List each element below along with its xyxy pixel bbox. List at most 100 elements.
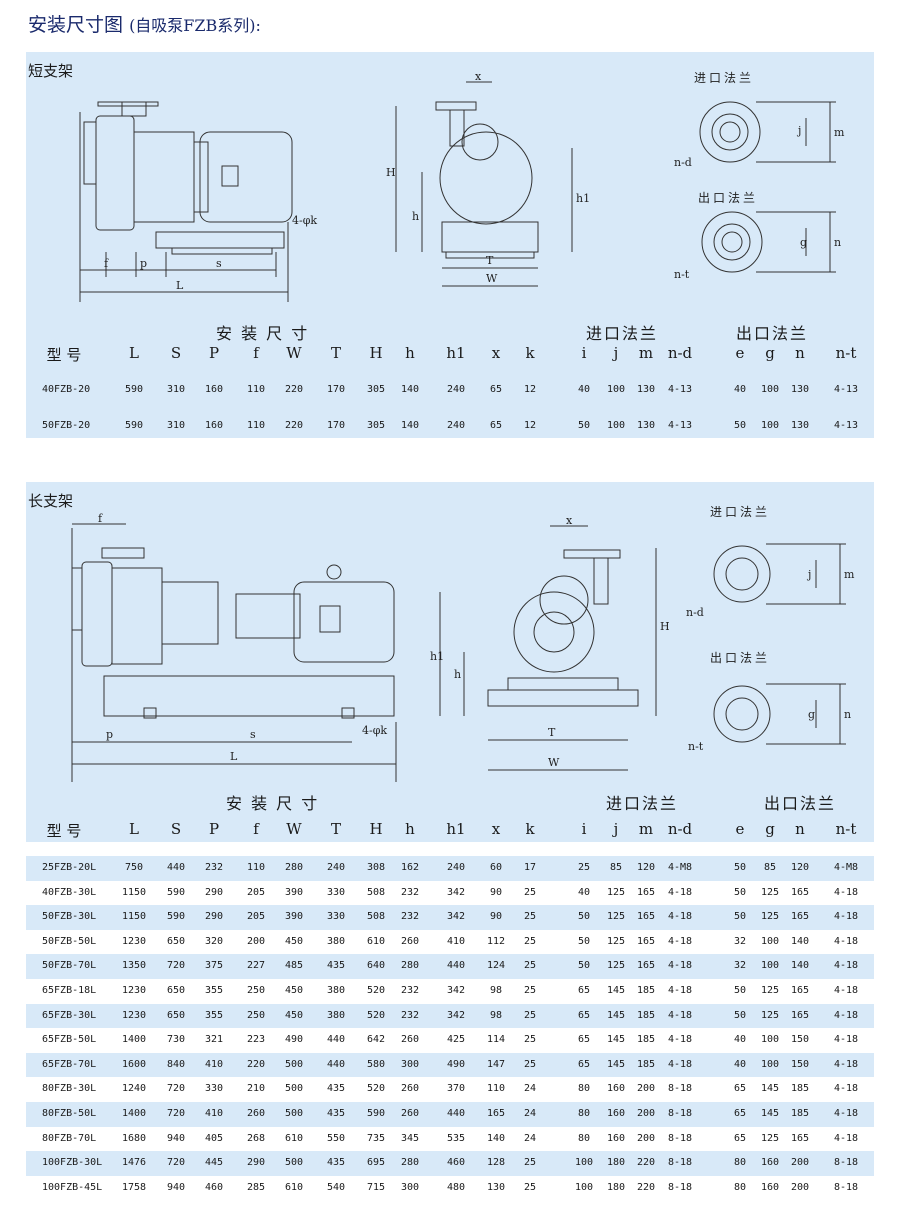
label-L: L bbox=[176, 279, 184, 292]
table-cell: 180 bbox=[606, 1157, 626, 1169]
table-cell: 50 bbox=[577, 935, 591, 947]
table-cell: 4-13 bbox=[667, 420, 693, 431]
table-cell: 100 bbox=[760, 420, 780, 431]
table-cell: 98 bbox=[489, 1009, 503, 1021]
table-cell: 268 bbox=[246, 1132, 266, 1144]
label-g: g bbox=[800, 236, 807, 249]
table-cell: 100 bbox=[760, 1034, 780, 1046]
table-cell: 165 bbox=[636, 935, 656, 947]
table-cell: 165 bbox=[636, 960, 656, 972]
table-cell: 300 bbox=[400, 1058, 420, 1070]
table-cell: 8-18 bbox=[833, 1181, 859, 1193]
table-cell: 550 bbox=[326, 1132, 346, 1144]
table-cell: 50 bbox=[733, 862, 747, 873]
table-cell: 250 bbox=[246, 1009, 266, 1021]
table-cell: 250 bbox=[246, 984, 266, 996]
table-cell: 24 bbox=[523, 1083, 537, 1095]
table-cell: 720 bbox=[166, 960, 186, 972]
table-cell: 4-18 bbox=[667, 1009, 693, 1021]
table-cell: 610 bbox=[366, 935, 386, 947]
column-header: L bbox=[129, 820, 139, 838]
table-cell: 90 bbox=[489, 886, 503, 898]
table-cell: 185 bbox=[636, 1058, 656, 1070]
table-cell: 50 bbox=[577, 911, 591, 923]
long-label-f: f bbox=[98, 512, 103, 525]
table-cell: 490 bbox=[284, 1034, 304, 1046]
long-label-T: T bbox=[548, 726, 556, 739]
model-cell: 25FZB-20L bbox=[42, 862, 97, 873]
table-cell: 24 bbox=[523, 1132, 537, 1144]
table-cell: 110 bbox=[246, 862, 266, 873]
table-cell: 232 bbox=[400, 886, 420, 898]
table-cell: 220 bbox=[636, 1181, 656, 1193]
column-header: H bbox=[369, 820, 383, 838]
table-cell: 65 bbox=[733, 1083, 747, 1095]
table-cell: 125 bbox=[760, 1009, 780, 1021]
table-cell: 410 bbox=[204, 1107, 224, 1119]
table-cell: 4-18 bbox=[667, 935, 693, 947]
table-cell: 140 bbox=[400, 420, 420, 431]
table-cell: 130 bbox=[790, 384, 810, 395]
table-cell: 425 bbox=[446, 1034, 466, 1046]
label-p: p bbox=[140, 257, 147, 270]
short-inlet-flange bbox=[699, 101, 836, 163]
long-label-k: 4-φk bbox=[362, 724, 387, 737]
table-cell: 355 bbox=[204, 984, 224, 996]
model-cell: 65FZB-30L bbox=[42, 1009, 97, 1021]
label-m: m bbox=[834, 126, 845, 139]
table-cell: 4-18 bbox=[833, 1083, 859, 1095]
table-cell: 160 bbox=[204, 384, 224, 395]
table-cell: 590 bbox=[166, 911, 186, 923]
table-cell: 260 bbox=[400, 935, 420, 947]
table-cell: 342 bbox=[446, 984, 466, 996]
table-cell: 650 bbox=[166, 984, 186, 996]
table-cell: 80 bbox=[733, 1181, 747, 1193]
short-bracket-panel: 短支架 f p s L 4-φk bbox=[26, 52, 874, 438]
table-cell: 285 bbox=[246, 1181, 266, 1193]
table-cell: 500 bbox=[284, 1058, 304, 1070]
model-cell: 100FZB-30L bbox=[42, 1157, 103, 1169]
table-cell: 125 bbox=[760, 1132, 780, 1144]
table-cell: 125 bbox=[606, 935, 626, 947]
table-cell: 32 bbox=[733, 960, 747, 972]
table-cell: 210 bbox=[246, 1083, 266, 1095]
table-cell: 450 bbox=[284, 1009, 304, 1021]
table-cell: 540 bbox=[326, 1181, 346, 1193]
table-cell: 8-18 bbox=[667, 1157, 693, 1169]
table-cell: 240 bbox=[446, 420, 466, 431]
table-cell: 370 bbox=[446, 1083, 466, 1095]
label-j: j bbox=[796, 124, 801, 137]
table-cell: 4-18 bbox=[667, 1034, 693, 1046]
table-cell: 220 bbox=[246, 1058, 266, 1070]
table-cell: 4-18 bbox=[833, 1132, 859, 1144]
table-cell: 50 bbox=[577, 420, 591, 431]
long-front-view bbox=[439, 525, 657, 771]
label-nt: n-t bbox=[674, 268, 690, 281]
table-cell: 65 bbox=[577, 1009, 591, 1021]
table-cell: 65 bbox=[733, 1132, 747, 1144]
table-cell: 205 bbox=[246, 886, 266, 898]
long-label-h1: h1 bbox=[430, 650, 444, 663]
table-cell: 25 bbox=[523, 1009, 537, 1021]
table-cell: 25 bbox=[523, 1058, 537, 1070]
short-outlet-flange-caption: 出口法兰 bbox=[698, 191, 758, 205]
table-cell: 720 bbox=[166, 1107, 186, 1119]
short-side-view bbox=[79, 101, 293, 302]
table-cell: 232 bbox=[400, 1009, 420, 1021]
column-header: 型 号 bbox=[46, 346, 82, 364]
table-cell: 1600 bbox=[121, 1058, 147, 1070]
table-cell: 65 bbox=[489, 420, 503, 431]
table-cell: 4-18 bbox=[833, 911, 859, 923]
title-text: 安装尺寸图 bbox=[28, 14, 124, 36]
table-cell: 4-18 bbox=[833, 1107, 859, 1119]
table-cell: 24 bbox=[523, 1107, 537, 1119]
table-cell: 260 bbox=[400, 1107, 420, 1119]
table-cell: 240 bbox=[446, 862, 466, 873]
model-cell: 65FZB-18L bbox=[42, 984, 97, 996]
table-cell: 460 bbox=[204, 1181, 224, 1193]
column-header: x bbox=[491, 344, 501, 362]
